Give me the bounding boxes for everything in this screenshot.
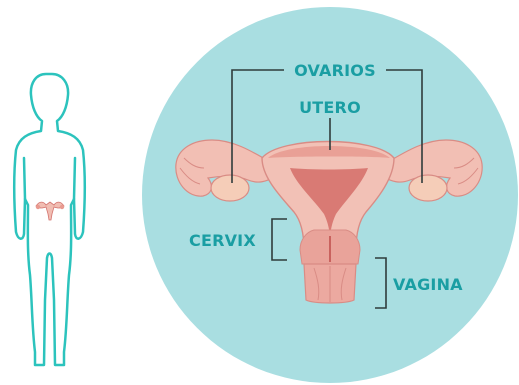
label-ovarios: OVARIOS [294,61,376,80]
body-inner-arm-left [24,158,25,199]
label-utero: UTERO [299,98,361,117]
label-cervix: CERVIX [189,231,256,250]
body-inner-arm-right [74,158,75,199]
label-vagina: VAGINA [393,275,463,294]
ovary-right [409,175,447,201]
ovary-left [211,175,249,201]
mini-organ [36,202,64,220]
